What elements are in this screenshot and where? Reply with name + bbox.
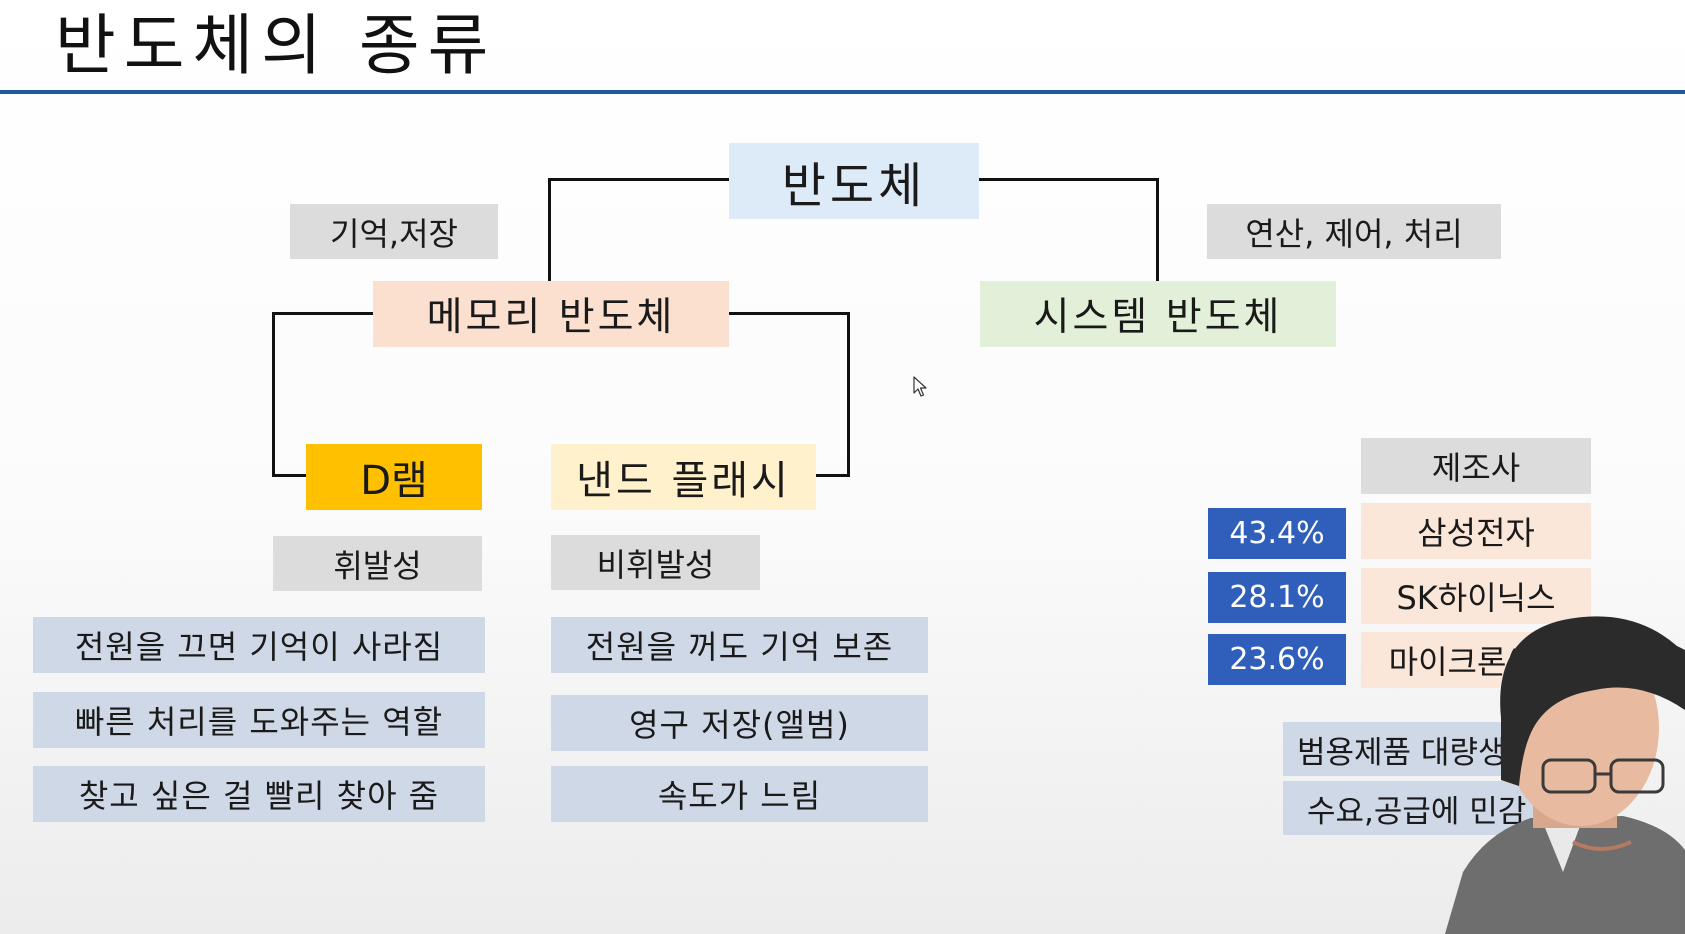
mouse-cursor-icon [913,376,927,397]
nand-note-text: 전원을 꺼도 기억 보존 [585,628,894,666]
connector-memory-nand-vertical [847,312,850,477]
memory-label: 메모리 반도체 [426,295,676,340]
title-underline [0,90,1685,94]
connector-root-system-vertical [1156,178,1159,282]
system-node: 시스템 반도체 [980,281,1336,347]
share-value: 28.1% [1229,580,1325,615]
dram-node: D램 [306,444,482,510]
nand-note-text: 영구 저장(앨범) [629,706,850,744]
nand-property-label: 비휘발성 [596,545,715,584]
maker-name: SK하이닉스 [1361,568,1591,624]
nand-note-text: 속도가 느림 [657,777,822,815]
memory-tag: 기억,저장 [290,204,498,259]
nand-node: 낸드 플래시 [551,444,816,510]
dram-property: 휘발성 [273,536,482,591]
dram-note-text: 찾고 싶은 걸 빨리 찾아 줌 [78,777,440,815]
connector-memory-dram-horizontal [272,312,374,315]
maker-name-label: SK하이닉스 [1396,579,1556,617]
nand-property: 비휘발성 [551,535,760,590]
share-badge: 43.4% [1208,508,1346,559]
slide-title: 반도체의 종류 [55,7,497,84]
nand-note: 영구 저장(앨범) [551,695,928,751]
dram-note: 찾고 싶은 걸 빨리 찾아 줌 [33,766,485,822]
share-value: 23.6% [1229,642,1325,677]
root-label: 반도체 [781,158,927,214]
share-value: 43.4% [1229,516,1325,551]
dram-note: 빠른 처리를 도와주는 역할 [33,692,485,748]
memory-tag-label: 기억,저장 [330,214,458,253]
system-tag: 연산, 제어, 처리 [1207,204,1501,259]
dram-label: D램 [360,458,428,504]
makers-header-label: 제조사 [1431,449,1521,487]
connector-dram-stub [272,474,306,477]
connector-memory-nand-horizontal [729,312,850,315]
nand-note: 전원을 꺼도 기억 보존 [551,617,928,673]
connector-nand-stub [815,474,850,477]
nand-note: 속도가 느림 [551,766,928,822]
dram-note-text: 전원을 끄면 기억이 사라짐 [74,628,444,666]
share-badge: 23.6% [1208,634,1346,685]
dram-note-text: 빠른 처리를 도와주는 역할 [74,703,444,741]
maker-note-text: 수요,공급에 민감 [1307,793,1527,830]
connector-root-memory-horizontal [548,178,729,181]
connector-memory-dram-vertical [272,312,275,477]
presenter-video-overlay [1445,616,1685,934]
connector-root-memory-vertical [548,178,551,282]
maker-note-text: 범용제품 대량생산 [1297,734,1536,771]
makers-header: 제조사 [1361,438,1591,494]
memory-node: 메모리 반도체 [373,281,729,347]
connector-root-system-horizontal [977,178,1159,181]
dram-property-label: 휘발성 [333,546,422,585]
root-node: 반도체 [729,143,979,219]
system-tag-label: 연산, 제어, 처리 [1245,214,1463,253]
maker-name-label: 삼성전자 [1417,514,1535,552]
maker-name: 삼성전자 [1361,503,1591,559]
share-badge: 28.1% [1208,572,1346,623]
dram-note: 전원을 끄면 기억이 사라짐 [33,617,485,673]
nand-label: 낸드 플래시 [576,458,791,504]
system-label: 시스템 반도체 [1033,295,1283,340]
